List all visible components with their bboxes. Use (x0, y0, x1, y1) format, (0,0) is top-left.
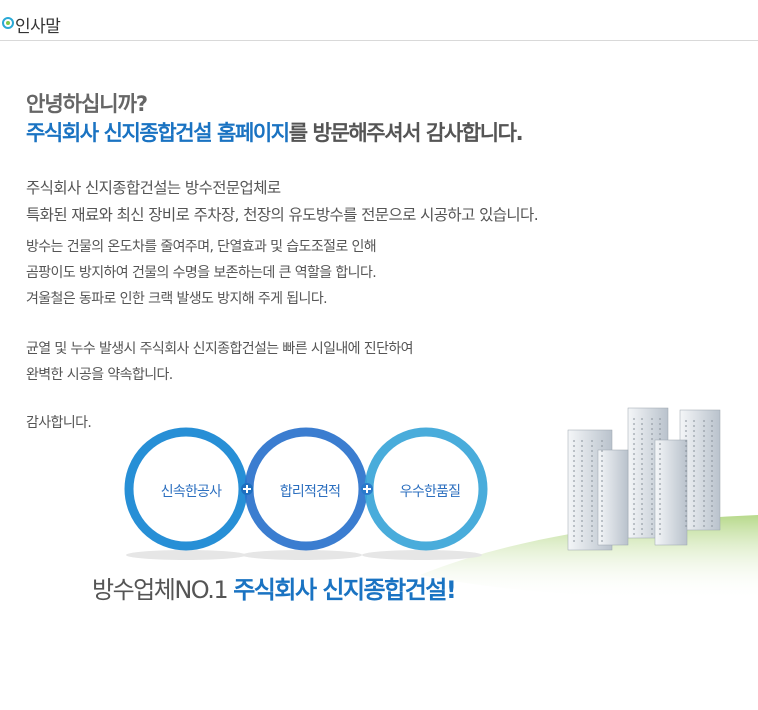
values-illustration (124, 407, 758, 600)
page-header: 인사말 (0, 0, 758, 41)
intro-paragraph: 주식회사 신지종합건설는 방수전문업체로 특화된 재료와 최신 장비로 주차장,… (26, 175, 539, 229)
greeting-heading: 안녕하십니까? (26, 92, 148, 116)
intro-line: 주식회사 신지종합건설는 방수전문업체로 (26, 179, 281, 197)
circle-swirl-icon (2, 17, 14, 29)
intro-line: 특화된 재료와 최신 장비로 주차장, 천장의 유도방수를 전문으로 시공하고 … (26, 206, 539, 224)
circle-shadow (242, 550, 362, 560)
tagline-prefix: 방수업체NO.1 (92, 576, 234, 604)
body-paragraph: 방수는 건물의 온도차를 줄여주며, 단열효과 및 습도조절로 인해 곰팡이도 … (26, 234, 377, 312)
circle-shadow (126, 550, 246, 560)
value-label-quality: 우수한품질 (399, 484, 461, 500)
circle-shadow (362, 550, 482, 560)
value-label-price: 합리적견적 (279, 484, 341, 500)
promise-line: 균열 및 누수 발생시 주식회사 신지종합건설는 빠른 시일내에 진단하여 (26, 341, 414, 357)
plus-icon (241, 483, 253, 495)
plus-icon (361, 483, 373, 495)
apartment-buildings (567, 407, 721, 551)
body-line: 곰팡이도 방지하여 건물의 수명을 보존하는데 큰 역할을 합니다. (26, 265, 377, 281)
body-line: 방수는 건물의 온도차를 줄여주며, 단열효과 및 습도조절로 인해 (26, 239, 377, 255)
promise-line: 완벽한 시공을 약속합니다. (26, 367, 173, 383)
promise-paragraph: 균열 및 누수 발생시 주식회사 신지종합건설는 빠른 시일내에 진단하여 완벽… (26, 336, 414, 388)
value-label-speed: 신속한공사 (160, 484, 222, 500)
welcome-heading: 주식회사 신지종합건설 홈페이지를 방문해주셔서 감사합니다. (26, 117, 524, 147)
welcome-rest: 를 방문해주셔서 감사합니다. (288, 121, 524, 145)
company-name-highlight: 주식회사 신지종합건설 홈페이지 (26, 121, 290, 145)
page-title: 인사말 (15, 17, 61, 37)
tagline-highlight: 주식회사 신지종합건설! (233, 576, 457, 604)
thanks-text: 감사합니다. (26, 415, 92, 431)
body-line: 겨울철은 동파로 인한 크랙 발생도 방지해 주게 됩니다. (26, 291, 328, 307)
company-tagline: 방수업체NO.1 주식회사 신지종합건설! (92, 570, 457, 605)
